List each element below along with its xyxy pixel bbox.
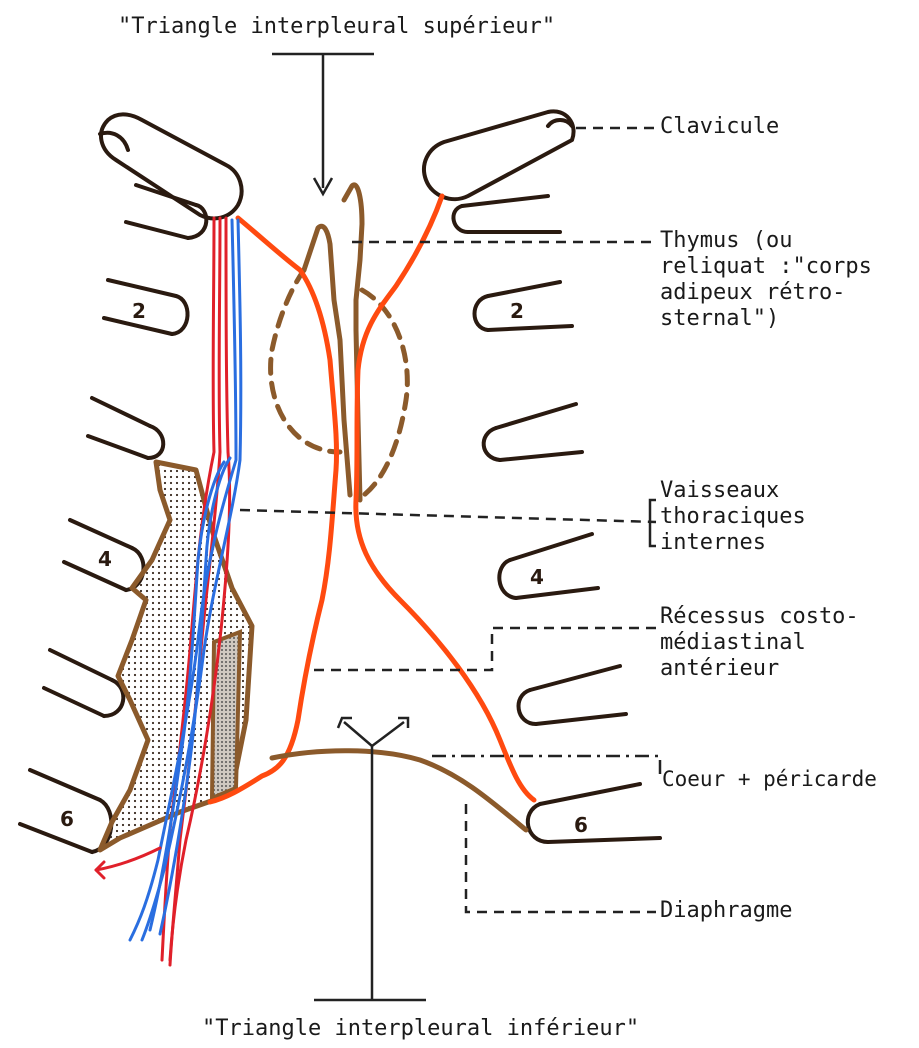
- label-triangle-inferieur: "Triangle interpleural inférieur": [202, 1016, 639, 1042]
- clavicle-right: [424, 111, 574, 199]
- label-coeur-pericarde: Coeur + péricarde: [662, 766, 877, 792]
- diaphragm-line: [272, 751, 526, 830]
- pleural-reflection-lines: [210, 196, 534, 802]
- label-triangle-superieur: "Triangle interpleural supérieur": [118, 14, 555, 40]
- rib-number-left-4: 4: [98, 547, 112, 571]
- rib-number-right-6: 6: [574, 813, 588, 837]
- label-recessus: Récessus costo- médiastinal antérieur: [660, 604, 859, 682]
- rib-number-right-4: 4: [530, 565, 544, 589]
- label-diaphragme: Diaphragme: [660, 898, 792, 924]
- label-vaisseaux-thoraciques: Vaisseaux thoraciques internes: [660, 478, 806, 556]
- label-thymus: Thymus (ou reliquat :"corps adipeux rétr…: [660, 228, 872, 332]
- leader-lines: [240, 54, 660, 1000]
- rib-number-left-6: 6: [60, 807, 74, 831]
- label-clavicule: Clavicule: [660, 114, 779, 140]
- clavicle-left: [100, 114, 242, 218]
- ribs-right: [453, 196, 660, 842]
- rib-number-left-2: 2: [132, 299, 146, 323]
- rib-number-right-2: 2: [510, 299, 524, 323]
